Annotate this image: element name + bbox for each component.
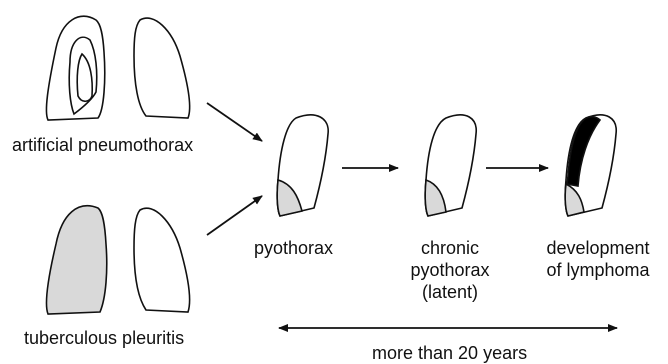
chronic-line-2: pyothorax — [398, 259, 502, 281]
chronic-line-3: (latent) — [398, 281, 502, 303]
label-pyothorax: pyothorax — [254, 237, 333, 259]
pyothorax-lung — [277, 115, 328, 216]
label-timespan: more than 20 years — [372, 342, 527, 364]
label-tuberculous-pleuritis: tuberculous pleuritis — [24, 327, 184, 349]
left-lung-shaded — [46, 206, 106, 314]
lymphoma-mass — [567, 117, 600, 186]
label-development-of-lymphoma: development of lymphoma — [534, 237, 662, 281]
effusion — [425, 180, 446, 216]
right-lung-outline — [134, 208, 190, 312]
artificial-pneumothorax-lungs — [46, 16, 189, 120]
chronic-line-1: chronic — [398, 237, 502, 259]
effusion — [565, 184, 584, 216]
effusion — [277, 180, 302, 216]
development-line-1: development — [534, 237, 662, 259]
arrow-tuberculous-to-pyothorax — [207, 196, 262, 235]
arrow-artificial-to-pyothorax — [207, 103, 262, 141]
development-line-2: of lymphoma — [534, 259, 662, 281]
collapsed-lung-inner — [69, 37, 97, 114]
right-lung-outline — [134, 18, 190, 118]
collapsed-lung-core — [77, 54, 92, 101]
lymphoma-lung — [565, 115, 616, 216]
chronic-pyothorax-lung — [425, 115, 476, 216]
label-artificial-pneumothorax: artificial pneumothorax — [12, 134, 193, 156]
label-chronic-pyothorax: chronic pyothorax (latent) — [398, 237, 502, 303]
tuberculous-pleuritis-lungs — [46, 206, 189, 314]
